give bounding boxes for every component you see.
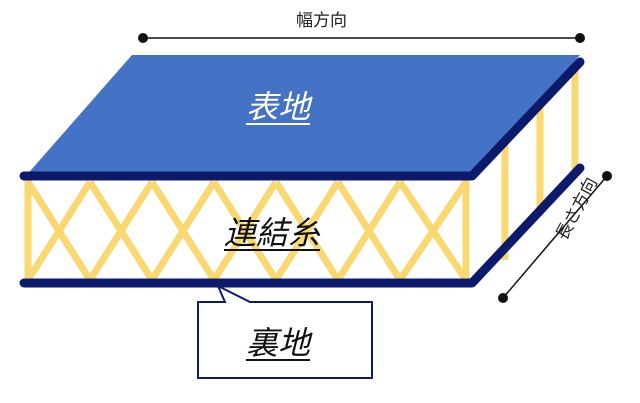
top-edge	[19, 57, 585, 181]
bottom-edge	[19, 163, 585, 288]
width-direction-label: 幅方向	[296, 11, 347, 31]
front-yarn-lattice	[24, 180, 470, 282]
width-dimension-line	[138, 33, 585, 43]
connecting-yarn-label: 連結糸	[224, 214, 321, 252]
side-yarn	[501, 65, 579, 260]
back-fabric-callout	[197, 283, 373, 379]
back-fabric-label: 裏地	[246, 324, 311, 362]
top-fabric-label: 表地	[246, 88, 311, 126]
top-fabric-face	[24, 55, 580, 178]
length-dimension-line	[498, 171, 612, 303]
